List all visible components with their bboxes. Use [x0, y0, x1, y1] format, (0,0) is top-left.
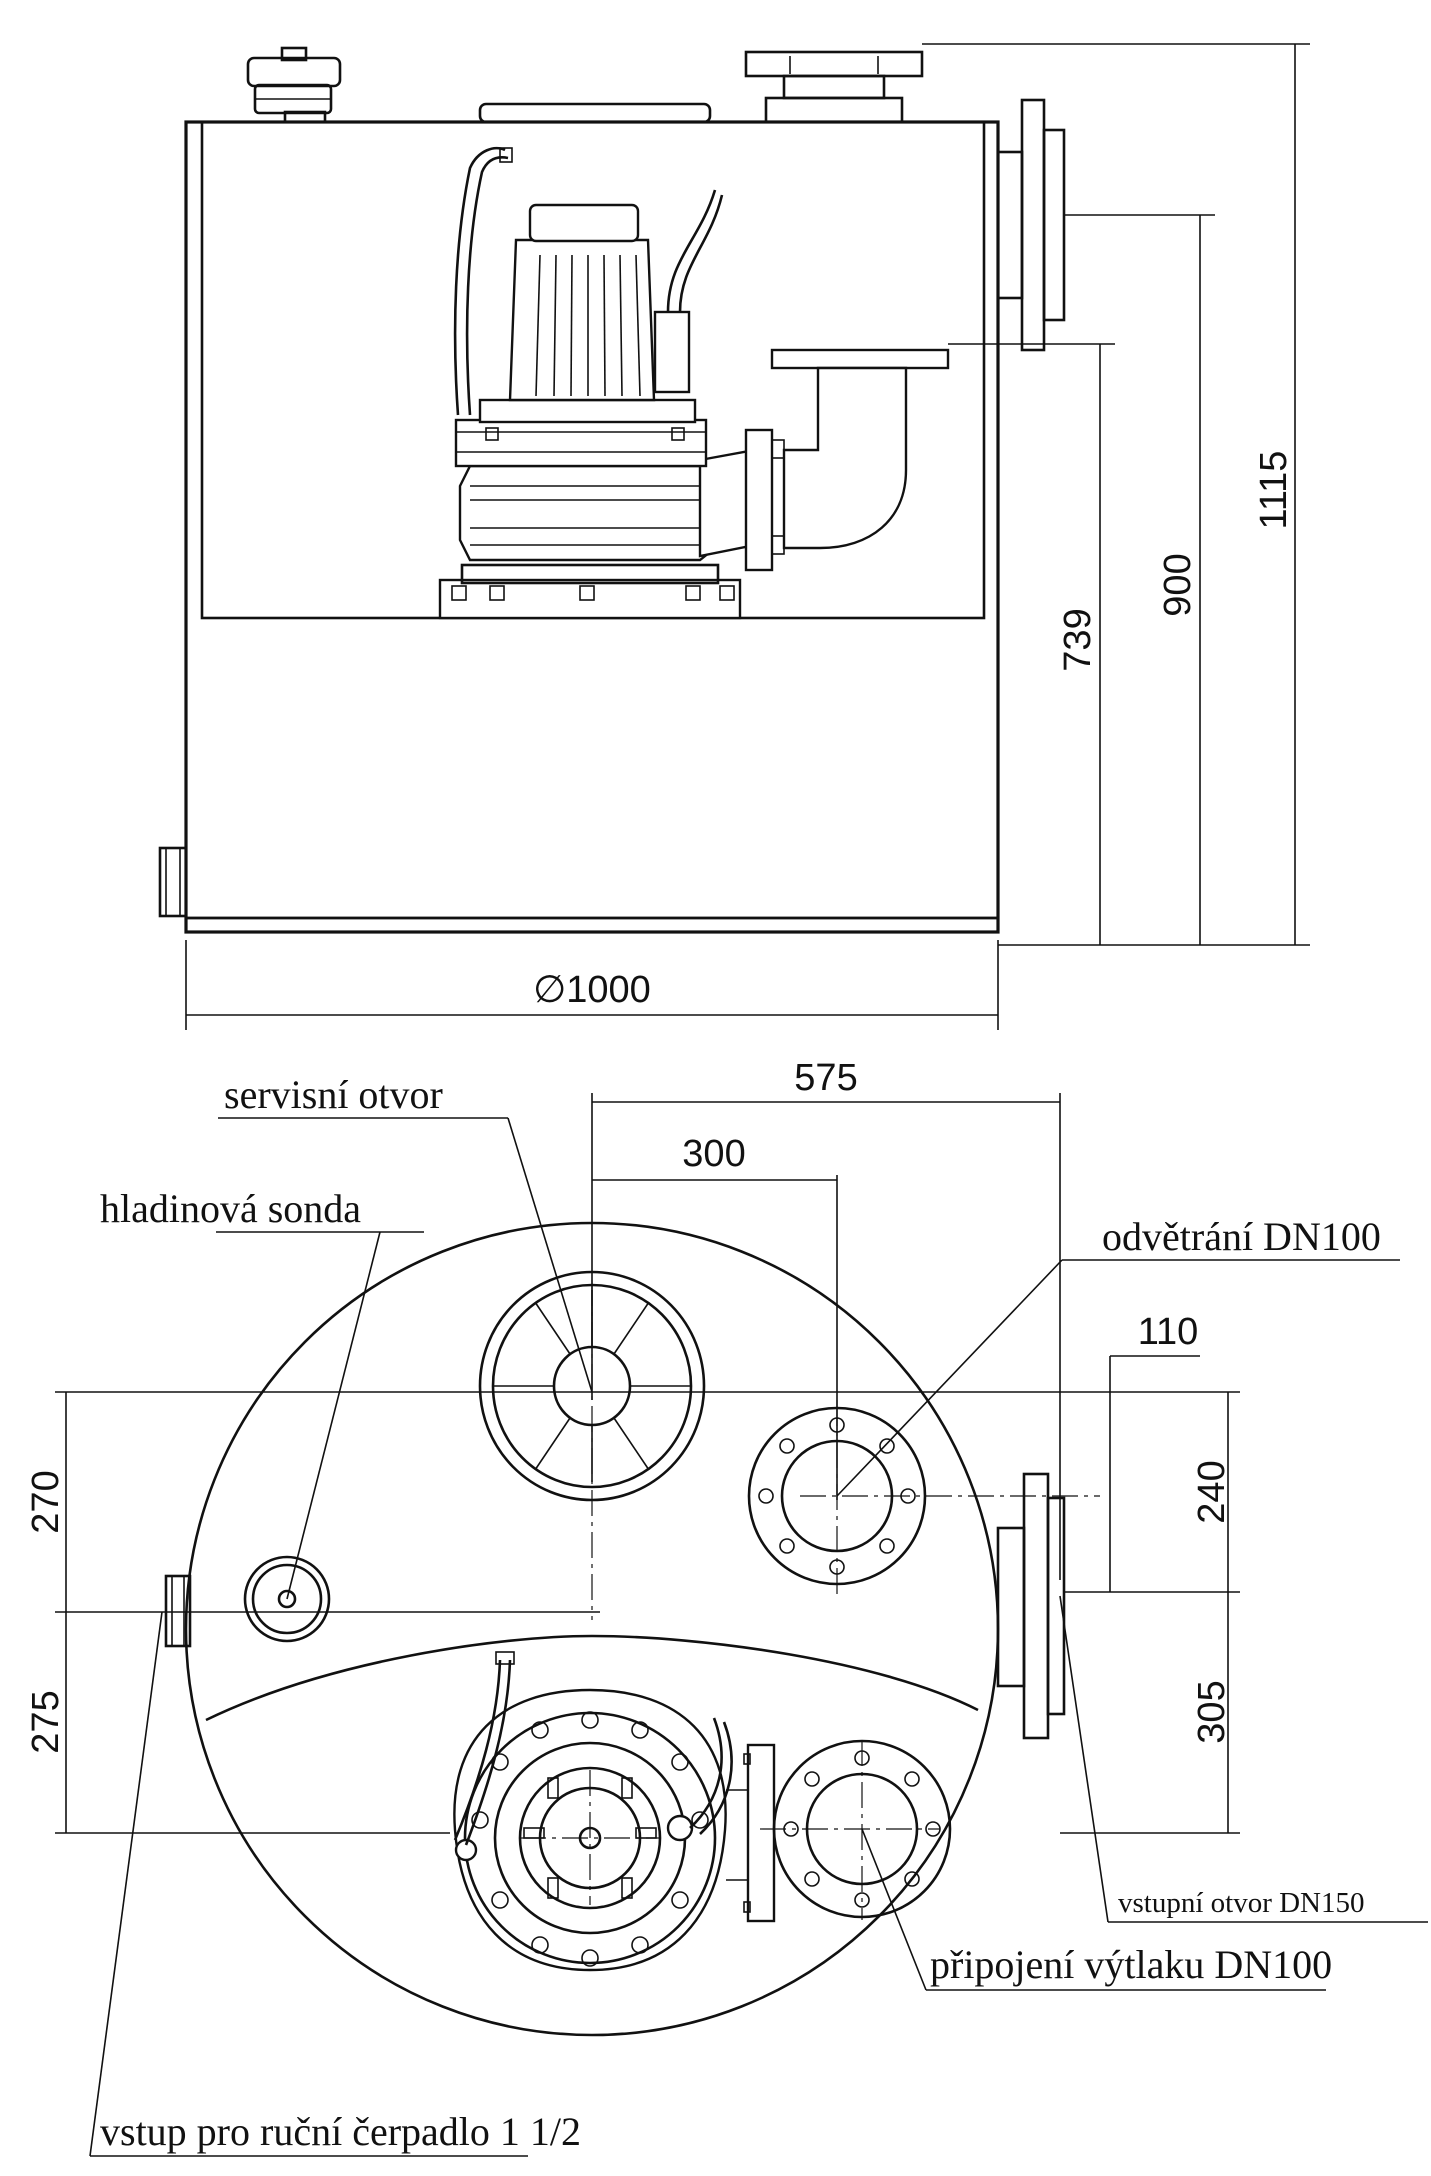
- leader-service-opening: servisní otvor: [218, 1072, 593, 1393]
- top-view: 575 300 110 240 305 270 275: [25, 1057, 1428, 2157]
- dim-739-label: 739: [1057, 608, 1099, 671]
- side-view: ∅1000 1115 900 739: [158, 43, 1310, 1030]
- hand-pump-inlet-side-icon: [158, 846, 188, 918]
- label-discharge: připojení výtlaku DN100: [930, 1942, 1332, 1987]
- dim-575-label: 575: [794, 1057, 857, 1099]
- service-lid-side: [478, 102, 712, 124]
- leader-hand-pump-inlet: vstup pro ruční čerpadlo 1 1/2: [89, 1611, 581, 2157]
- dim-diameter: ∅1000: [185, 940, 999, 1030]
- level-probe-top-icon: [243, 1555, 331, 1643]
- label-vent: odvětrání DN100: [1102, 1214, 1381, 1259]
- label-hand-pump-inlet: vstup pro ruční čerpadlo 1 1/2: [100, 2109, 581, 2154]
- leader-inlet: vstupní otvor DN150: [1059, 1595, 1428, 1923]
- inlet-flange-side-icon: [996, 98, 1066, 352]
- label-level-probe: hladinová sonda: [100, 1186, 361, 1231]
- dim-top-left: 270 275: [25, 1391, 600, 1834]
- discharge-elbow-side-icon: [770, 348, 950, 550]
- inlet-flange-top-icon: [996, 1472, 1066, 1740]
- dim-1115-label: 1115: [1253, 451, 1295, 530]
- pump-top-icon: [453, 1651, 776, 1972]
- dim-305-label: 305: [1191, 1680, 1233, 1743]
- pump-chamber-edge: [205, 1634, 979, 1722]
- dim-240-label: 240: [1191, 1460, 1233, 1523]
- tank-base: [184, 916, 1000, 934]
- dim-110-label: 110: [1138, 1311, 1199, 1353]
- dim-diameter-label: ∅1000: [533, 969, 651, 1011]
- dim-900-label: 900: [1157, 553, 1199, 616]
- pump-side-icon: [438, 146, 785, 620]
- vent-flange-top-icon: [744, 50, 924, 124]
- leader-discharge: připojení výtlaku DN100: [861, 1828, 1332, 1991]
- dim-top-right: 110 240 305: [592, 1311, 1240, 1834]
- dim-270-label: 270: [25, 1470, 67, 1533]
- leader-level-probe: hladinová sonda: [100, 1186, 424, 1600]
- leader-vent: odvětrání DN100: [836, 1214, 1400, 1497]
- label-service-opening: servisní otvor: [224, 1072, 443, 1117]
- cover-cap-icon: [246, 46, 342, 124]
- hand-pump-inlet-top-icon: [164, 1574, 192, 1648]
- dim-275-label: 275: [25, 1690, 67, 1753]
- dim-top-horizontal: 575 300: [591, 1057, 1061, 1580]
- label-inlet: vstupní otvor DN150: [1118, 1887, 1365, 1919]
- dim-300-label: 300: [682, 1133, 745, 1175]
- dim-heights: 1115 900 739: [922, 43, 1310, 946]
